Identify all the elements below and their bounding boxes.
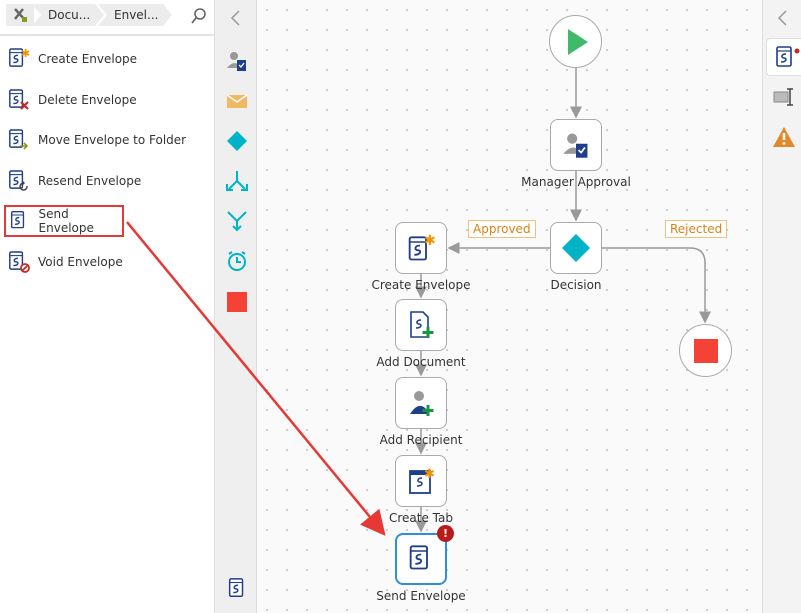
create-envelope-node[interactable]: ✱: [395, 222, 447, 274]
parallel-split-tool-icon[interactable]: [226, 170, 248, 192]
form-field-icon[interactable]: [772, 86, 796, 108]
email-tool-icon[interactable]: [226, 90, 248, 112]
add-recipient-icon: [410, 391, 434, 416]
node-label: Decision: [550, 278, 602, 292]
search-icon[interactable]: [190, 7, 208, 25]
node-label: Add Recipient: [379, 433, 463, 447]
stop-tool-icon[interactable]: [226, 291, 248, 313]
node-label: Add Document: [376, 355, 466, 369]
workflow-canvas[interactable]: [257, 0, 762, 613]
stop-node[interactable]: [679, 324, 732, 377]
svg-text:✱: ✱: [424, 233, 435, 249]
decision-node[interactable]: [550, 222, 602, 274]
refresh-envelope-icon: [9, 170, 28, 191]
decision-icon: [562, 234, 590, 262]
breadcrumb-item[interactable]: Docu...: [32, 4, 104, 26]
add-recipient-node[interactable]: [395, 377, 447, 429]
node-label: Manager Approval: [521, 175, 631, 189]
x-envelope-icon: [9, 88, 29, 110]
action-label: Create Envelope: [38, 52, 138, 66]
collapse-left-icon[interactable]: [229, 9, 243, 27]
panel-header: Docu... Envel...: [0, 0, 215, 36]
rejected-branch-label: Rejected: [665, 220, 728, 238]
action-label: Send Envelope: [38, 207, 94, 236]
action-item-create-envelope[interactable]: ✱ Create Envelope: [4, 43, 209, 75]
action-label: Resend Envelope: [38, 173, 142, 188]
decision-tool-icon[interactable]: [226, 130, 248, 152]
action-item-resend-envelope[interactable]: Resend Envelope: [4, 165, 209, 197]
drag-arrow: [126, 221, 386, 536]
warning-icon[interactable]: [772, 126, 796, 148]
start-node[interactable]: [549, 15, 602, 68]
approval-tool-icon[interactable]: [226, 50, 248, 72]
node-label: Send Envelope: [376, 589, 466, 603]
action-item-send-envelope[interactable]: Send Envelope: [4, 205, 124, 238]
action-item-void-envelope[interactable]: Void Envelope: [4, 246, 209, 278]
approval-icon: [563, 133, 588, 158]
create-tab-icon: ✱: [409, 467, 435, 494]
merge-tool-icon[interactable]: [226, 210, 248, 232]
arrow-envelope-icon: [9, 129, 29, 150]
create-envelope-icon: ✱: [408, 233, 435, 261]
star-envelope-icon: ✱: [9, 47, 30, 67]
approved-branch-label: Approved: [468, 220, 536, 238]
add-document-icon: [410, 311, 434, 338]
action-label: Delete Envelope: [38, 92, 137, 107]
action-item-move-envelope-to-folder[interactable]: Move Envelope to Folder: [4, 124, 209, 156]
node-label: Create Tab: [388, 511, 454, 525]
toolbox: [215, 0, 257, 613]
action-label: Void Envelope: [38, 255, 123, 269]
tools-icon[interactable]: [6, 4, 34, 26]
send-envelope-node[interactable]: [395, 533, 447, 585]
svg-text:✱: ✱: [21, 47, 30, 60]
timer-tool-icon[interactable]: [226, 250, 248, 272]
collapse-right-icon[interactable]: [776, 9, 790, 27]
create-tab-node[interactable]: ✱: [395, 455, 447, 507]
breadcrumb-item[interactable]: Envel...: [98, 4, 172, 26]
step-properties-tab[interactable]: [766, 38, 801, 76]
action-item-delete-envelope[interactable]: Delete Envelope: [4, 84, 209, 116]
svg-text:✱: ✱: [424, 467, 435, 482]
manager-approval-node[interactable]: [550, 119, 602, 171]
node-label: Create Envelope: [371, 278, 471, 292]
action-label: Move Envelope to Folder: [38, 133, 187, 148]
void-envelope-icon: [9, 251, 30, 273]
add-document-node[interactable]: [395, 299, 447, 351]
send-envelope-icon: [409, 545, 428, 570]
properties-panel: [762, 0, 801, 613]
error-badge[interactable]: !: [437, 525, 454, 542]
